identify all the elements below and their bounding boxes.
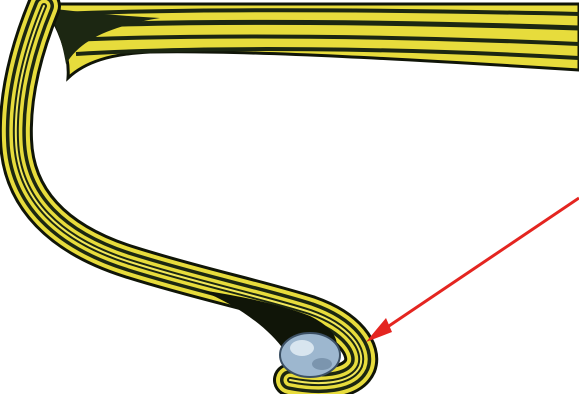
- arrow-shaft: [374, 198, 579, 336]
- pocket-cyst: [280, 333, 340, 377]
- pocket-shadow: [312, 358, 332, 370]
- arrowhead: [366, 318, 392, 342]
- pocket-highlight: [290, 340, 314, 356]
- pocket-body: [280, 333, 340, 377]
- top-layered-band: [44, 4, 579, 78]
- pointer-arrow: [366, 198, 579, 342]
